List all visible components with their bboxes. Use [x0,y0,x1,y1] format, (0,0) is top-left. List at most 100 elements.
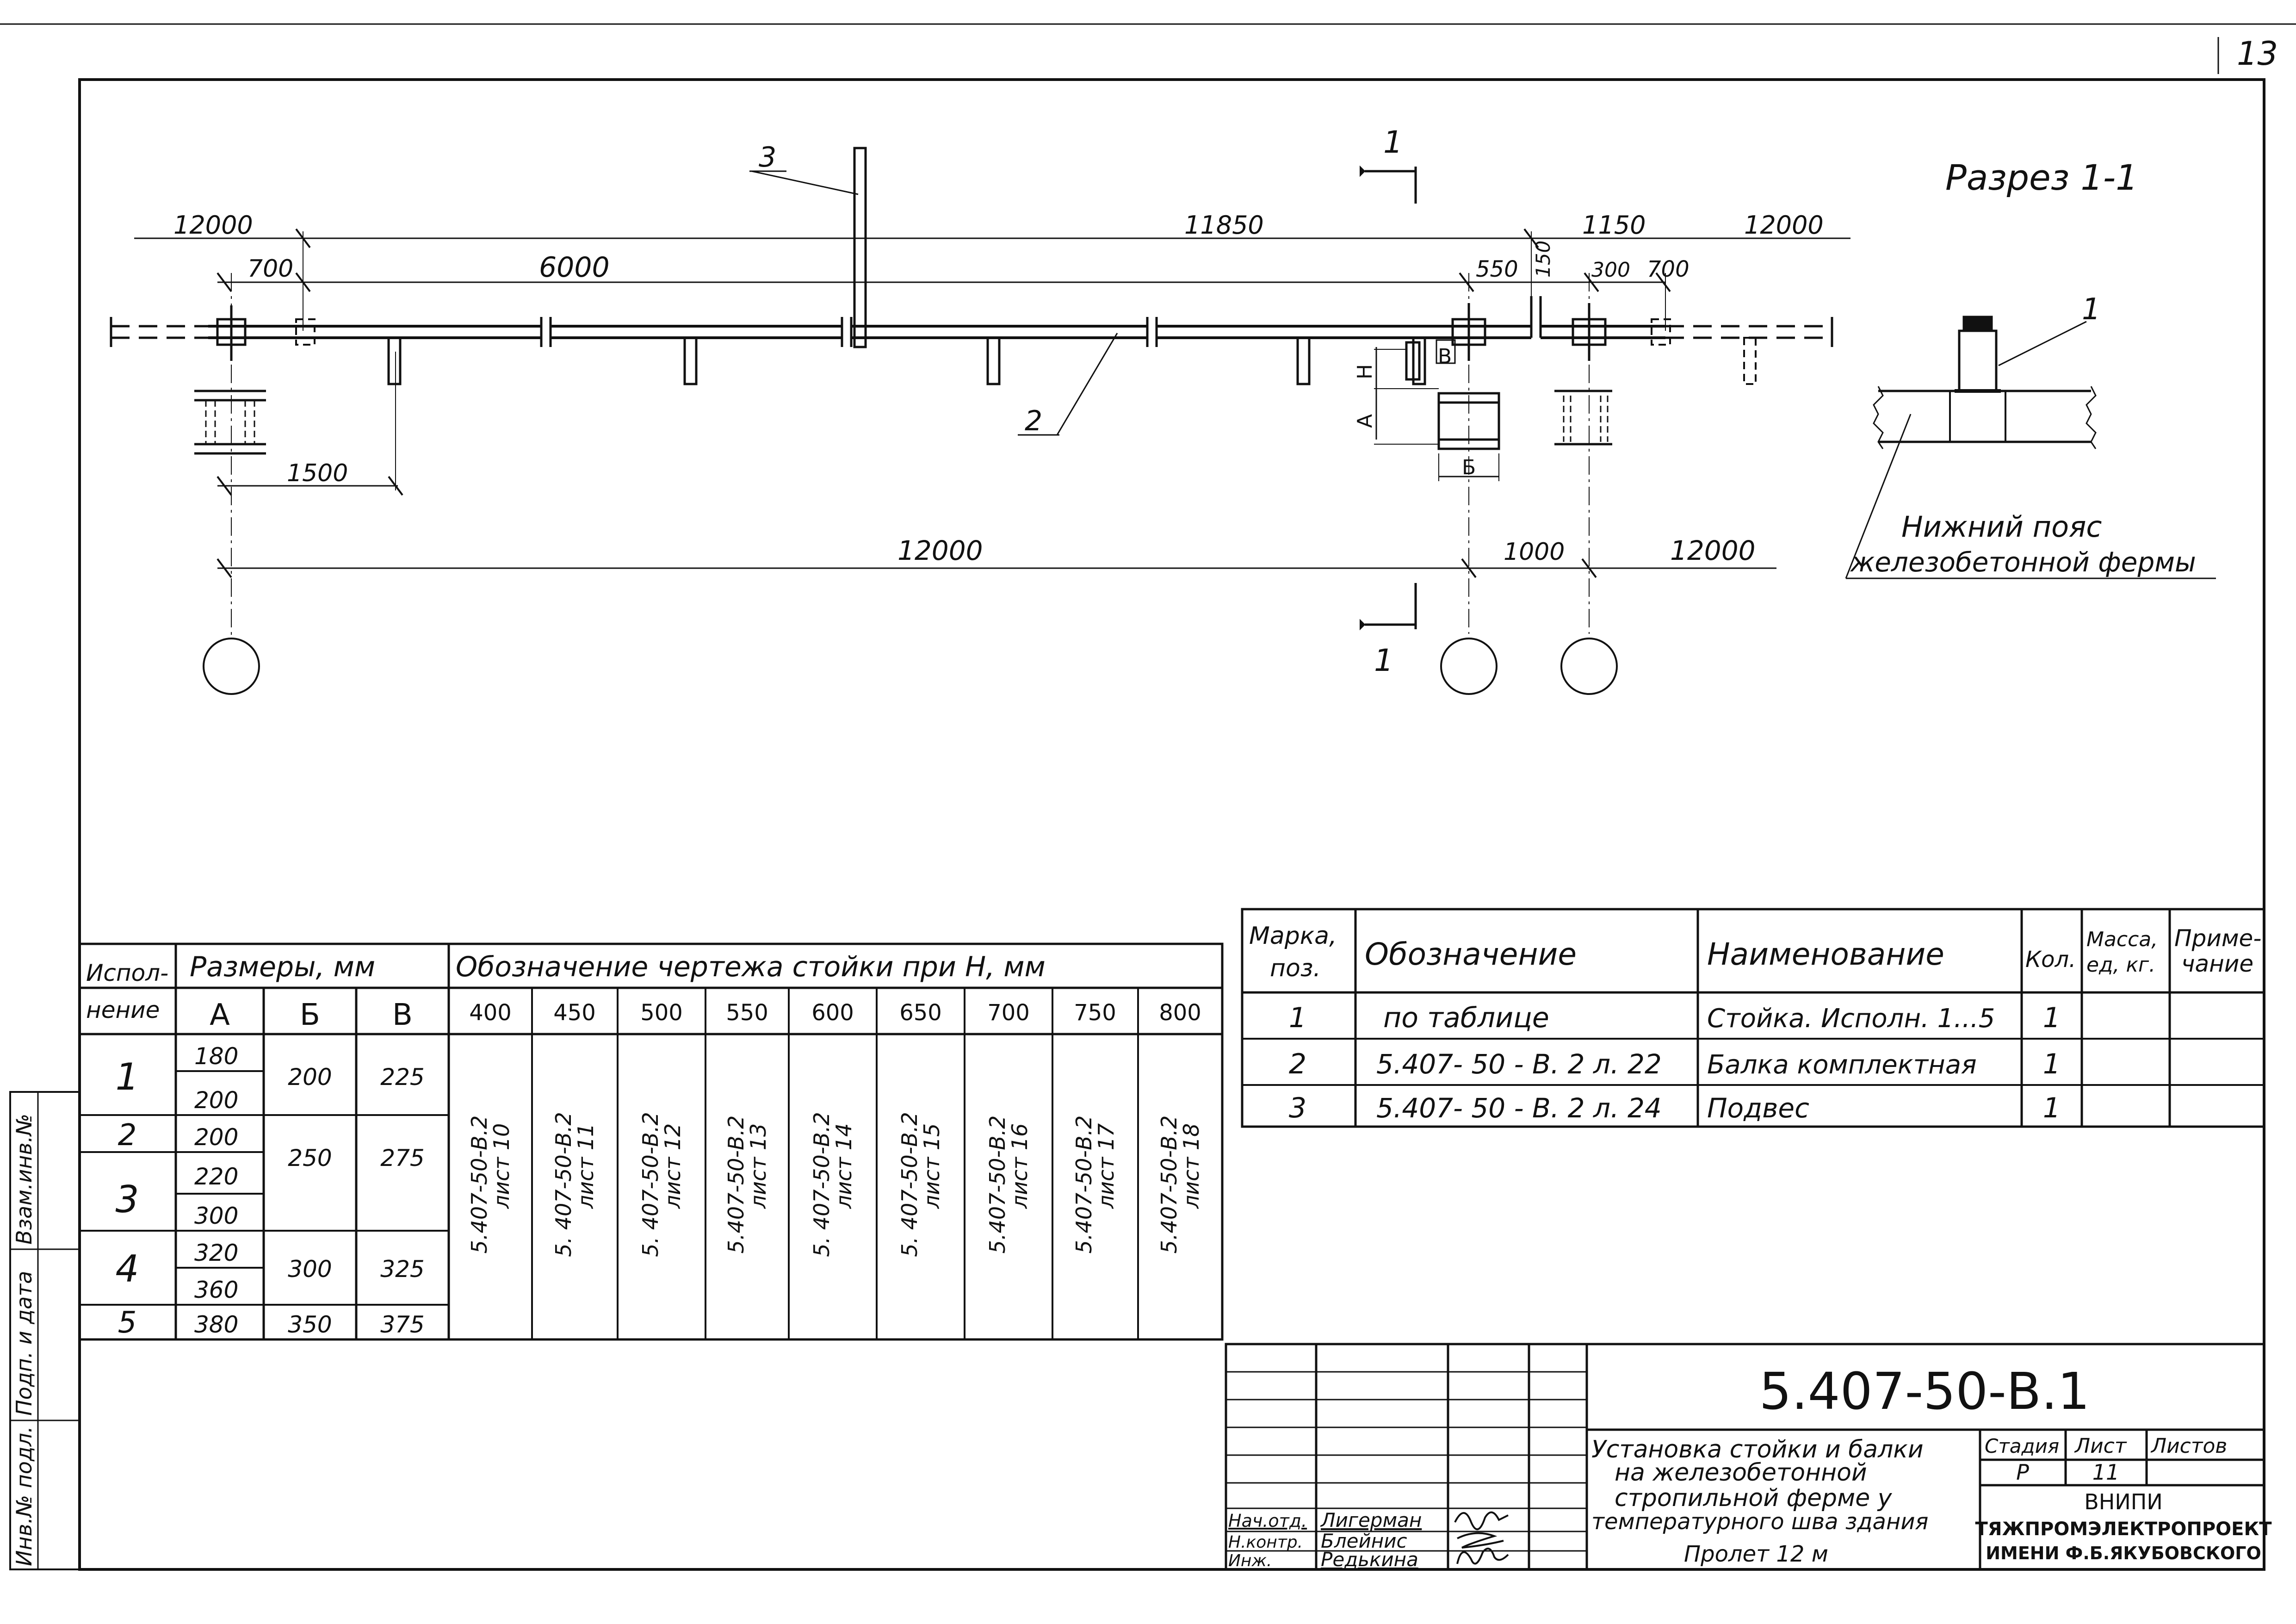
drawing-ref-code: 5. 407-50-В.2 [638,1112,663,1257]
signature-role: Н.контр. [1228,1533,1303,1552]
drawing-ref-sheet: лист 10 [489,1123,514,1209]
stage-label: Стадия [1985,1435,2059,1457]
spec-row-mark: 2 [1289,1048,1306,1080]
org-line-2: ТЯЖПРОМЭЛЕКТРОПРОЕКТ [1975,1519,2272,1540]
drawing-ref-code: 5.407-50-В.2 [1157,1116,1182,1254]
dim-11850: 11850 [1184,211,1264,240]
section-note-line1: Нижний пояс [1901,510,2102,544]
spec-mark-header-1: Марка, [1249,922,1337,950]
size-a-value: 300 [194,1203,238,1229]
dim-700-right: 700 [1647,256,1690,282]
dim-1000: 1000 [1504,538,1565,566]
dim-300: 300 [1591,258,1630,282]
row-number: 1 [116,1055,139,1098]
drawing-ref-sheet: лист 12 [660,1123,685,1209]
size-v-value: 325 [380,1256,424,1283]
drawing-ref-code: 5.407-50-В.2 [467,1116,492,1254]
dim-12000-bottom: 12000 [897,535,983,566]
h-col: 400 [469,1000,512,1026]
dim-1150: 1150 [1582,211,1646,240]
spec-table: Марка, поз. Обозначение Наименование Кол… [1241,908,2265,1128]
plan-view [110,147,1850,695]
size-b-value: 350 [288,1311,332,1338]
drawing-ref-sheet: лист 17 [1094,1123,1119,1209]
signature-role: Инж. [1228,1551,1272,1570]
org-line-1: ВНИПИ [2084,1489,2163,1514]
drawing-ref-code: 5. 407-50-В.2 [897,1112,922,1257]
spec-row-name: Балка комплектная [1707,1050,1977,1080]
section-title: Разрез 1-1 [1945,157,2138,198]
size-a-value: 320 [194,1240,238,1266]
drawing-ref-code: 5.407-50-В.2 [1071,1116,1096,1254]
drawing-ref-cell: 5.407-50-В.2 лист 13 [724,1116,771,1254]
drawing-ref-cell: 5. 407-50-В.2 лист 15 [897,1112,944,1257]
h-col: 800 [1159,1000,1201,1026]
row-number: 5 [118,1306,137,1340]
spec-mark-header-2: поз. [1270,955,1321,982]
signature-role: Нач.отд. [1228,1511,1307,1531]
drawing-ref-code: 5. 407-50-В.2 [809,1112,834,1257]
sheet-frame [78,78,2265,1571]
spec-row-qty: 1 [2043,1048,2061,1080]
h-col: 450 [553,1000,596,1026]
spec-row-qty: 1 [2043,1002,2061,1034]
size-b-value: 250 [288,1145,332,1172]
spec-row-name: Подвес [1707,1092,1809,1124]
dim-letter-v: B [1438,345,1452,368]
size-a-value: 380 [194,1311,238,1338]
spec-row-name: Стойка. Исполн. 1...5 [1707,1004,1995,1034]
drawing-ref-sheet: лист 13 [746,1123,771,1209]
plan-labels: 12000 11850 1150 12000 700 6000 550 150 … [173,124,1824,678]
spec-row-designation: 5.407- 50 - В. 2 л. 24 [1376,1092,1662,1124]
section-callout-1: 1 [2082,292,2101,327]
drawing-ref-cell: 5.407-50-В.2 лист 17 [1071,1116,1119,1254]
spec-row-qty: 1 [2043,1092,2061,1124]
document-code: 5.407-50-В.1 [1759,1362,2090,1421]
spec-row-mark: 1 [1289,1002,1306,1034]
group-sizes-header: Размеры, мм [190,951,375,983]
dim-letter-a: A [1353,414,1377,428]
drawing-ref-cell: 5. 407-50-В.2 лист 14 [809,1112,856,1257]
sheet-label: Лист [2074,1434,2127,1458]
org-line-3: ИМЕНИ Ф.Б.ЯКУБОВСКОГО [1986,1543,2261,1563]
drawing-ref-sheet: лист 16 [1007,1123,1032,1209]
drawing-ref-cell: 5.407-50-В.2 лист 10 [467,1116,514,1254]
h-col: 550 [726,1000,768,1026]
row-number: 2 [118,1118,137,1153]
spec-qty-header: Кол. [2025,947,2076,973]
dim-letter-b-width: Б [1462,456,1476,479]
drawing-ref-sheet: лист 14 [831,1123,856,1209]
row-number: 4 [116,1247,139,1290]
size-v-value: 375 [380,1311,424,1338]
dim-letter-h: H [1353,364,1377,379]
h-col: 650 [899,1000,942,1026]
h-col: 500 [640,1000,683,1026]
size-a-value: 360 [194,1277,238,1303]
size-b-value: 300 [288,1256,332,1283]
title-line: Установка стойки и балки [1591,1436,1924,1463]
title-line: на железобетонной [1615,1459,1867,1487]
title-line: Пролет 12 м [1684,1541,1828,1567]
size-col-b: Б [300,998,320,1032]
signature-name: Редькина [1321,1548,1418,1571]
title-block: 5.407-50-В.1 Установка стойки и балки на… [1225,1343,2272,1571]
section-note-line2: железобетонной фермы [1850,546,2196,578]
drawing-ref-cell: 5.407-50-В.2 лист 18 [1157,1116,1204,1254]
group-drawings-header: Обозначение чертежа стойки при Н, мм [456,951,1046,983]
title-line: температурного шва здания [1591,1509,1928,1535]
drawing-ref-cell: 5. 407-50-В.2 лист 12 [638,1112,685,1257]
page-number: 13 [2237,35,2278,73]
row-number: 3 [116,1178,139,1221]
sizes-table: Испол- нение Размеры, мм Обозначение чер… [78,942,1224,1341]
drawing-ref-sheet: лист 18 [1179,1123,1204,1209]
col-ispoln-line1: Испол- [86,960,168,986]
h-col: 600 [811,1000,854,1026]
size-v-value: 225 [380,1064,424,1091]
dim-12000-top-left: 12000 [173,211,253,240]
section-mark-top: 1 [1383,124,1403,160]
drawing-ref-sheet: лист 11 [573,1123,598,1209]
signature-name: Лигерман [1320,1509,1422,1531]
side-stamp: Взам.инв.№ Подп. и дата Инв.№ подл. [9,1091,80,1570]
sheets-label: Листов [2150,1434,2227,1458]
